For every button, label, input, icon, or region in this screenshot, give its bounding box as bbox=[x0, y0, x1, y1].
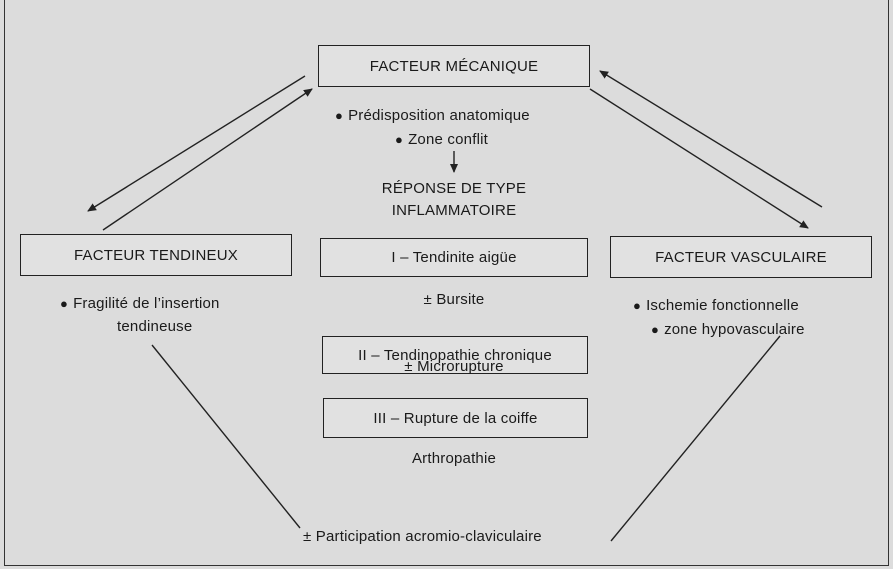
vascular-factor-box: FACTEUR VASCULAIRE bbox=[610, 236, 872, 278]
vascular-item-2: ●zone hypovasculaire bbox=[651, 321, 805, 338]
stage-2-label: II – Tendinopathie chronique bbox=[358, 346, 552, 364]
mechanical-item-1: ●Prédisposition anatomique bbox=[335, 107, 530, 124]
tendinous-factor-title: FACTEUR TENDINEUX bbox=[74, 246, 238, 264]
line-tendinous-to-footer bbox=[151, 344, 301, 529]
bullet-icon: ● bbox=[651, 322, 660, 337]
figure-frame bbox=[4, 0, 889, 566]
stage-2-box: II – Tendinopathie chronique bbox=[322, 336, 588, 374]
arrow-tendinous-to-mechanical bbox=[102, 88, 313, 231]
stage-1-note: ± Bursite bbox=[423, 291, 485, 308]
stage-1-label: I – Tendinite aigüe bbox=[391, 249, 517, 266]
acromio-clavicular-note: ± Participation acromio-claviculaire bbox=[303, 528, 542, 545]
stage-1-box: I – Tendinite aigüe bbox=[320, 238, 588, 277]
bullet-icon: ● bbox=[633, 298, 642, 313]
response-title-line2: INFLAMMATOIRE bbox=[391, 202, 517, 219]
mechanical-item-2: ●Zone conflit bbox=[395, 131, 489, 148]
line-footer-to-vascular bbox=[610, 335, 781, 542]
arrow-mechanical-to-tendinous bbox=[87, 75, 306, 212]
mechanical-factor-box: FACTEUR MÉCANIQUE bbox=[318, 45, 590, 87]
arrow-vascular-to-mechanical bbox=[599, 70, 823, 208]
vascular-factor-title: FACTEUR VASCULAIRE bbox=[655, 248, 827, 266]
vascular-item-1: ●Ischemie fonctionnelle bbox=[633, 297, 799, 314]
bullet-icon: ● bbox=[60, 296, 69, 311]
arrow-mechanical-to-vascular bbox=[589, 88, 809, 229]
tendinous-factor-box: FACTEUR TENDINEUX bbox=[20, 234, 292, 276]
stage-3-note: Arthropathie bbox=[411, 450, 497, 467]
bullet-icon: ● bbox=[335, 108, 344, 123]
stage-3-label: III – Rupture de la coiffe bbox=[373, 409, 538, 427]
response-title-line1: RÉPONSE DE TYPE bbox=[381, 180, 527, 197]
stage-3-box: III – Rupture de la coiffe bbox=[323, 398, 588, 438]
bullet-icon: ● bbox=[395, 132, 404, 147]
mechanical-factor-title: FACTEUR MÉCANIQUE bbox=[369, 57, 539, 75]
tendinous-item: ●Fragilité de l’insertion bbox=[60, 295, 220, 312]
stage-2-note: ± Microrupture bbox=[404, 358, 504, 375]
tendinous-item-cont: tendineuse bbox=[117, 318, 193, 335]
